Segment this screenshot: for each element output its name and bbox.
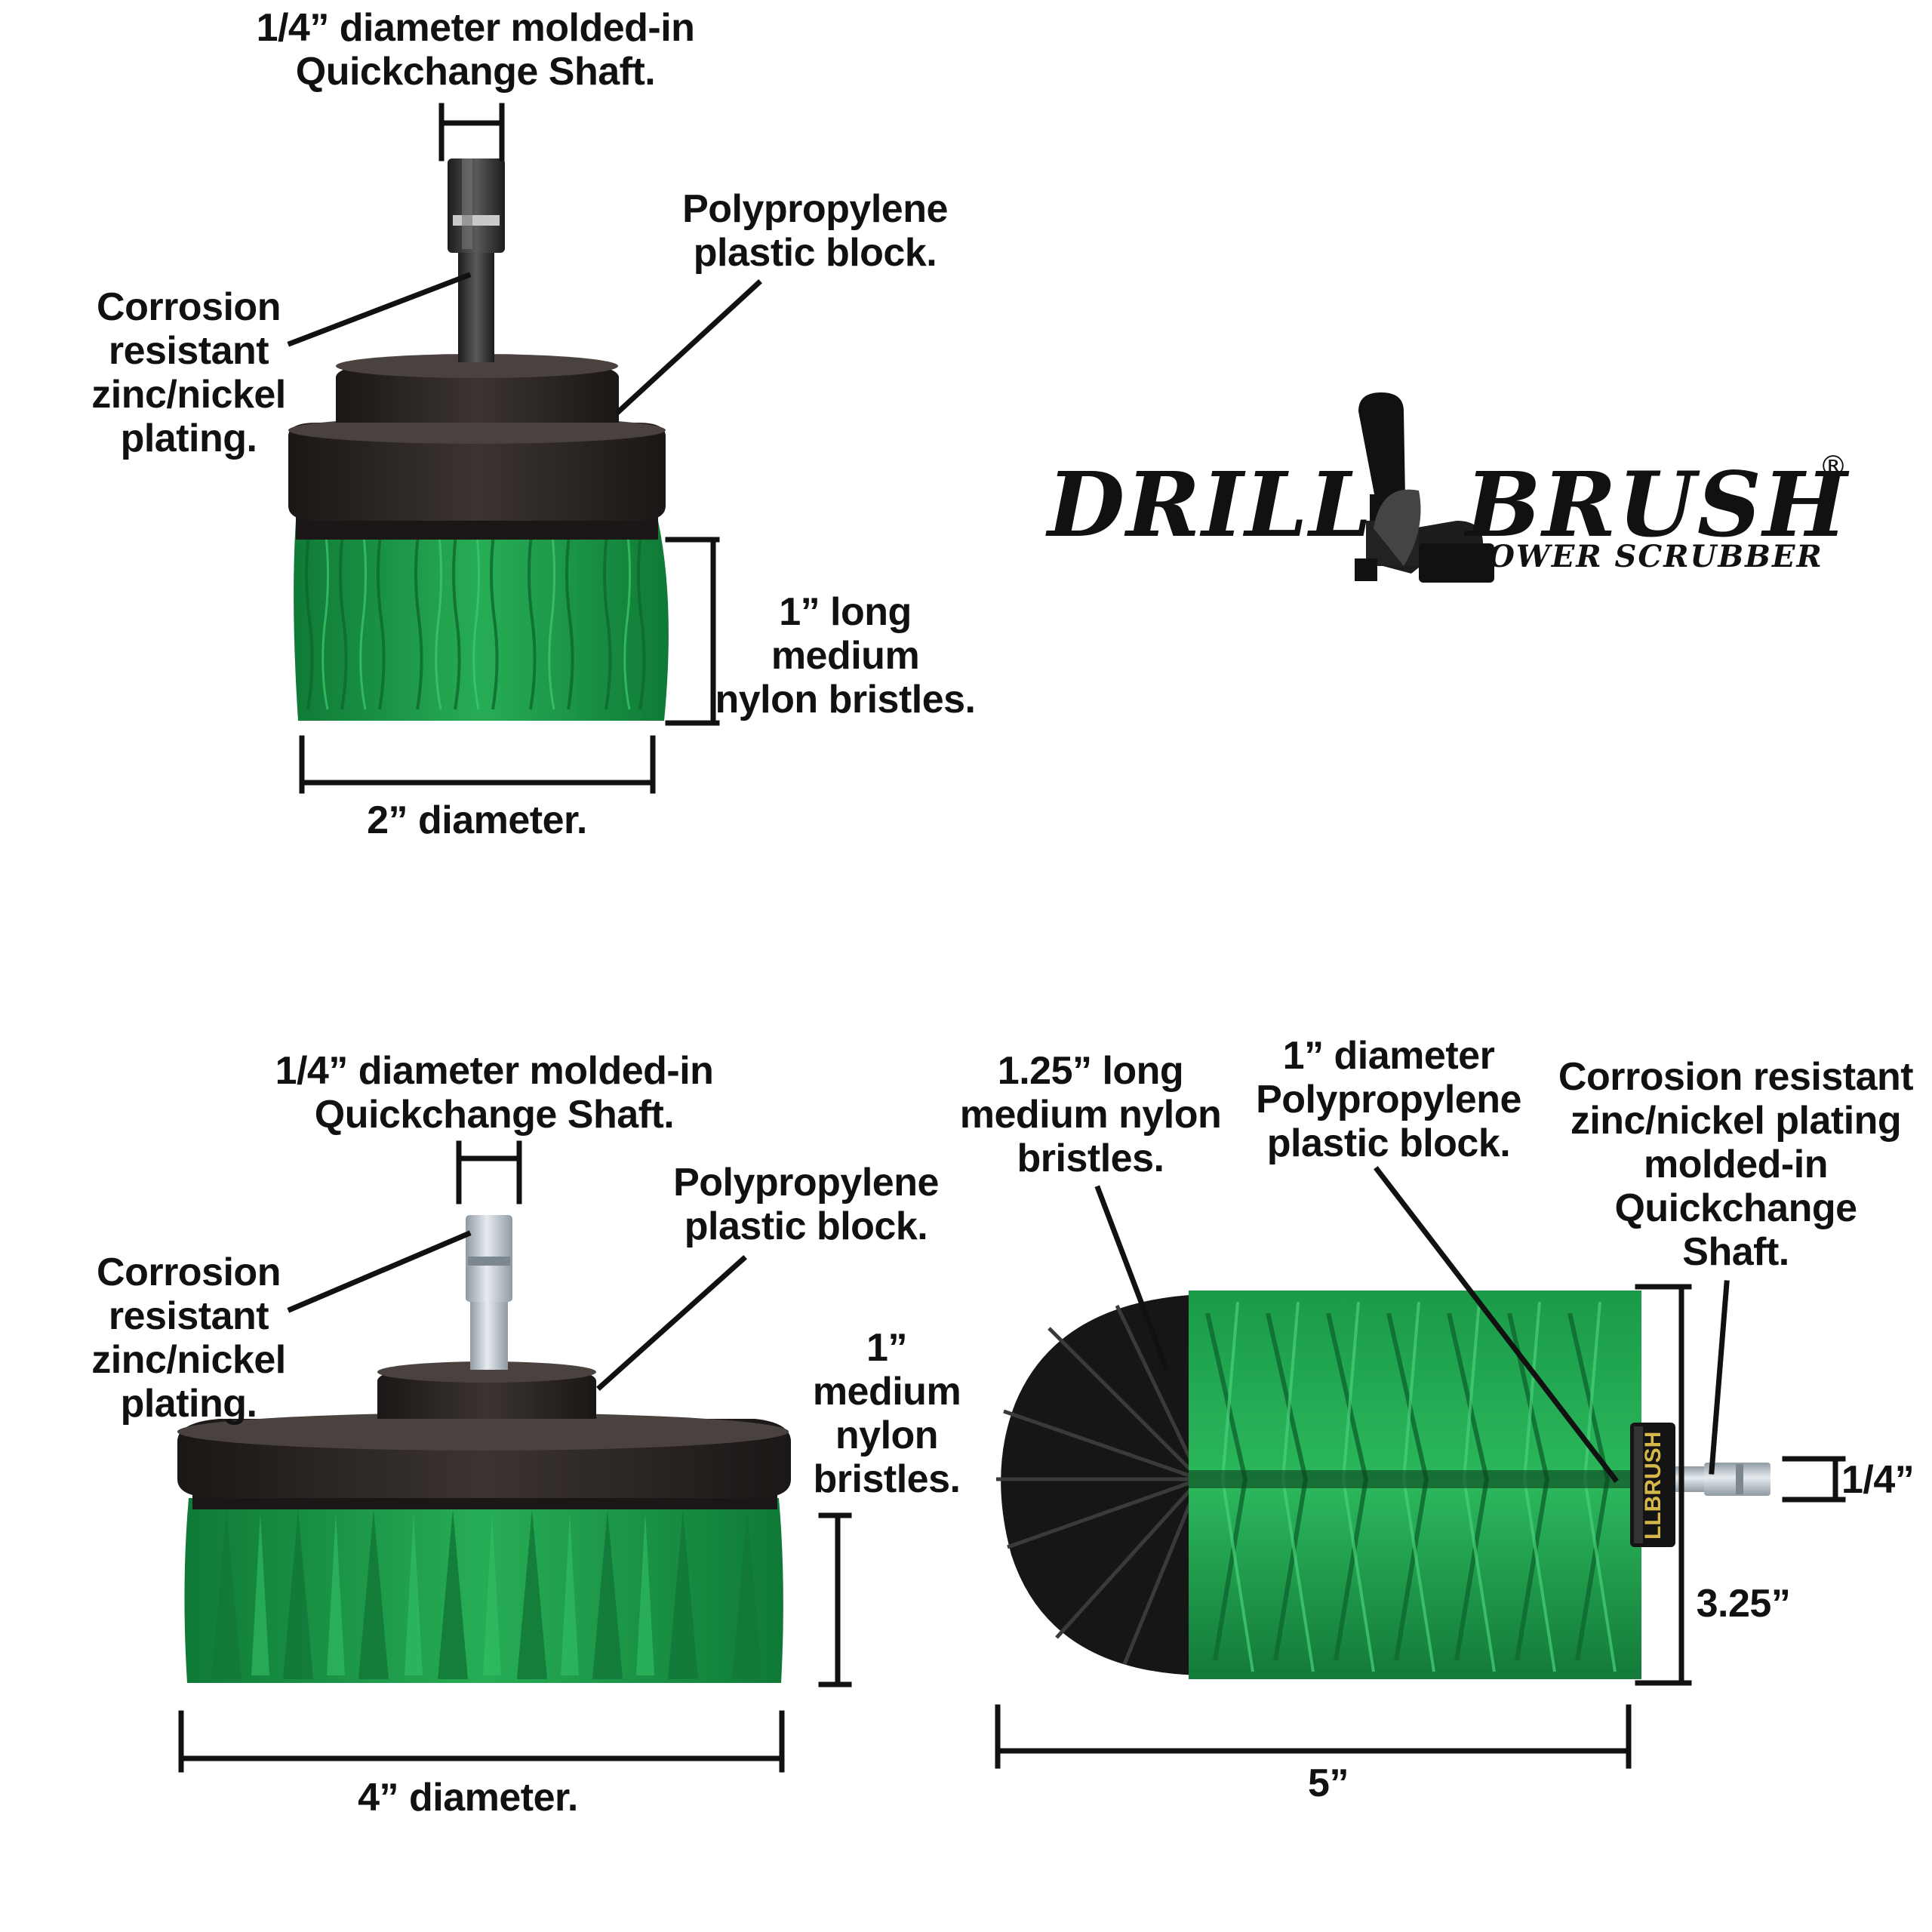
brush-long-shaft-leader [1709,1280,1730,1475]
brush-4in-bristles [184,1498,783,1683]
brush-2in-diameter-label: 2” diameter. [367,798,587,842]
brush-long-height-label: 3.25” [1696,1582,1791,1626]
brush-2in-shaft-label: 1/4” diameter molded-in Quickchange Shaf… [256,6,695,94]
brush-long-black-tip [996,1294,1202,1675]
brush-long-bristles-leader [1094,1185,1170,1371]
brush-4in-shaft-label: 1/4” diameter molded-in Quickchange Shaf… [275,1049,714,1137]
annotation-lines [178,103,1846,1773]
brush-4in-bristles-label: 1” medium nylon bristles. [812,1326,961,1501]
brush-2in-block-label: Polypropylene plastic block. [682,187,948,275]
brush-long-shaft-label: Corrosion resistant zinc/nickel plating … [1558,1055,1914,1274]
brush-long-shaft-width-bracket [1782,1456,1846,1503]
brush-long [996,1291,1770,1679]
brush-2in-shaft-width-bracket [438,103,505,162]
brush-2in-bristles-label: 1” long medium nylon bristles. [715,590,976,721]
logo-word-brush: BRUSH [1466,452,1849,557]
drill-icon [1355,392,1494,583]
brush-4in-block-leader [596,1255,747,1391]
brush-2in-block-leader [615,279,762,415]
brush-long-block-print: LLBRUSH [1641,1432,1666,1540]
brush-2in-block [288,354,666,540]
brush-2in-bristle-length-bracket [665,537,720,726]
brush-2in-plating-leader [287,272,472,347]
brush-long-length-label: 5” [1308,1761,1349,1805]
brush-4in-plating-label: Corrosion resistant zinc/nickel plating. [91,1251,286,1426]
brush-long-height-bracket [1635,1284,1692,1686]
brush-2in-diameter-bracket [299,735,656,794]
brush-4in-shaft [466,1215,512,1370]
brush-long-bristles-label: 1.25” long medium nylon bristles. [959,1049,1222,1180]
brush-long-shaft-width-label: 1/4” [1841,1458,1915,1502]
brush-long-block [1630,1423,1675,1547]
brush-long-block-label: 1” diameter Polypropylene plastic block. [1256,1034,1521,1165]
logo-tagline: POWER SCRUBBER [1464,539,1823,574]
brush-2in-bristles [294,521,669,721]
brush-4in-diameter-bracket [178,1710,785,1773]
brush-2in-shaft [448,158,505,362]
brush-4in [177,1215,791,1683]
brush-4in-plating-leader [287,1230,472,1313]
brush-long-length-bracket [995,1704,1632,1769]
brush-4in-diameter-label: 4” diameter. [358,1776,578,1820]
brush-4in-block [177,1361,791,1509]
brush-2in [288,158,669,721]
brush-long-shaft [1675,1463,1770,1496]
brush-4in-bristle-length-bracket [818,1512,852,1687]
brush-2in-plating-label: Corrosion resistant zinc/nickel plating. [91,285,286,460]
brush-4in-shaft-width-bracket [456,1140,522,1204]
logo-word-drill: DRILL [1048,452,1374,557]
brush-4in-block-label: Polypropylene plastic block. [673,1161,939,1248]
brush-long-green-bristles [1189,1291,1641,1679]
logo-registered-mark: ® [1819,450,1847,483]
brush-long-block-leader [1374,1166,1619,1483]
